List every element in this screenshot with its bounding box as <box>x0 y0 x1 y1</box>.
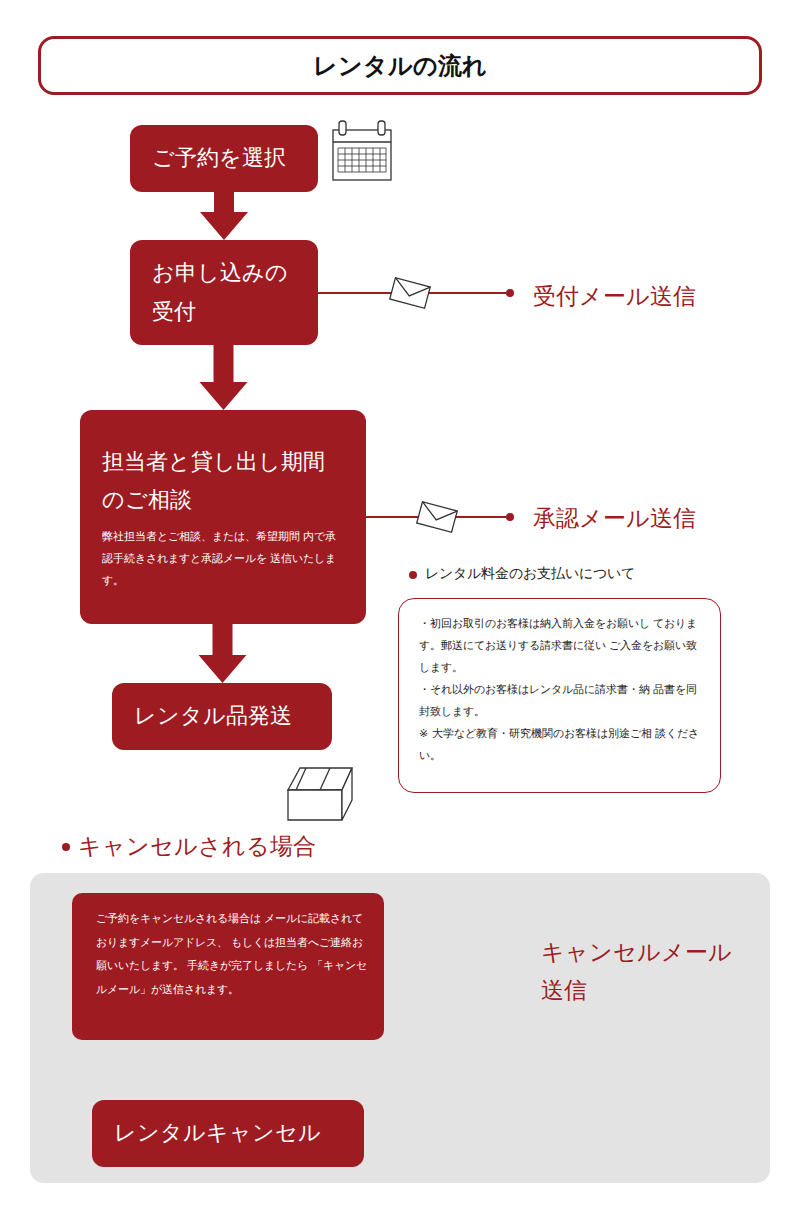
note-box: ご予約をキャンセルされる場合は メールに記載されておりますメールアドレス、 もし… <box>72 893 384 1040</box>
note-box: レンタル料金のお支払いについて・初回お取引のお客様は納入前入金をお願いし ており… <box>398 598 721 793</box>
box-text: キャンセルされる場合 <box>78 831 316 862</box>
box-note: ※ 大学など教育・研究機関のお客様は別途ご相 談ください。 <box>419 723 702 767</box>
mail-label: キャンセルメール 送信 <box>541 934 746 1010</box>
step-box: 担当者と貸し出し期間 のご相談弊社担当者とご相談、または、希望期間 内で承認手続… <box>80 410 366 624</box>
box-note: ・初回お取引のお客様は納入前入金をお願いし ております。郵送にてお送りする請求書… <box>419 613 702 679</box>
box-text: お申し込みの 受付 <box>152 254 296 331</box>
box-note: 弊社担当者とご相談、または、希望期間 内で承認手続きされますと承認メールを 送信… <box>102 526 344 592</box>
title-heading: レンタルの流れ <box>38 36 762 95</box>
arrow-shape <box>199 624 247 683</box>
box-text: レンタルキャンセル <box>114 1114 342 1153</box>
box-note: ・それ以外のお客様はレンタル品に請求書・納 品書を同封致します。 <box>419 679 702 723</box>
section-band: キャンセルされる場合ご予約をキャンセルされる場合は メールに記載されておりますメ… <box>30 873 770 1183</box>
step-box: レンタルキャンセル <box>92 1100 364 1167</box>
step-box: ご予約を選択 <box>130 125 318 192</box>
envelope-icon <box>390 278 457 533</box>
line-dot <box>506 289 514 297</box>
parcel-icon <box>288 768 352 820</box>
mail-label: 受付メール送信 <box>533 278 753 316</box>
line-dot <box>506 513 514 521</box>
flow-arrow <box>200 345 248 410</box>
box-text: ご予約をキャンセルされる場合は メールに記載されておりますメールアドレス、 もし… <box>96 907 368 1002</box>
box-text: 担当者と貸し出し期間 のご相談 <box>102 443 344 520</box>
step-box: お申し込みの 受付 <box>130 240 318 345</box>
mail-label: 承認メール送信 <box>533 500 753 538</box>
flow-arrow <box>199 624 247 683</box>
box-text: ご予約を選択 <box>152 139 296 178</box>
flow-arrow <box>200 192 248 241</box>
calendar-icon <box>333 121 391 180</box>
arrow-shape <box>200 192 248 241</box>
arrow-shape <box>200 345 248 410</box>
box-text: レンタル料金のお支払いについて <box>425 565 635 583</box>
step-box: レンタル品発送 <box>112 683 332 750</box>
box-text: レンタル品発送 <box>134 697 310 736</box>
